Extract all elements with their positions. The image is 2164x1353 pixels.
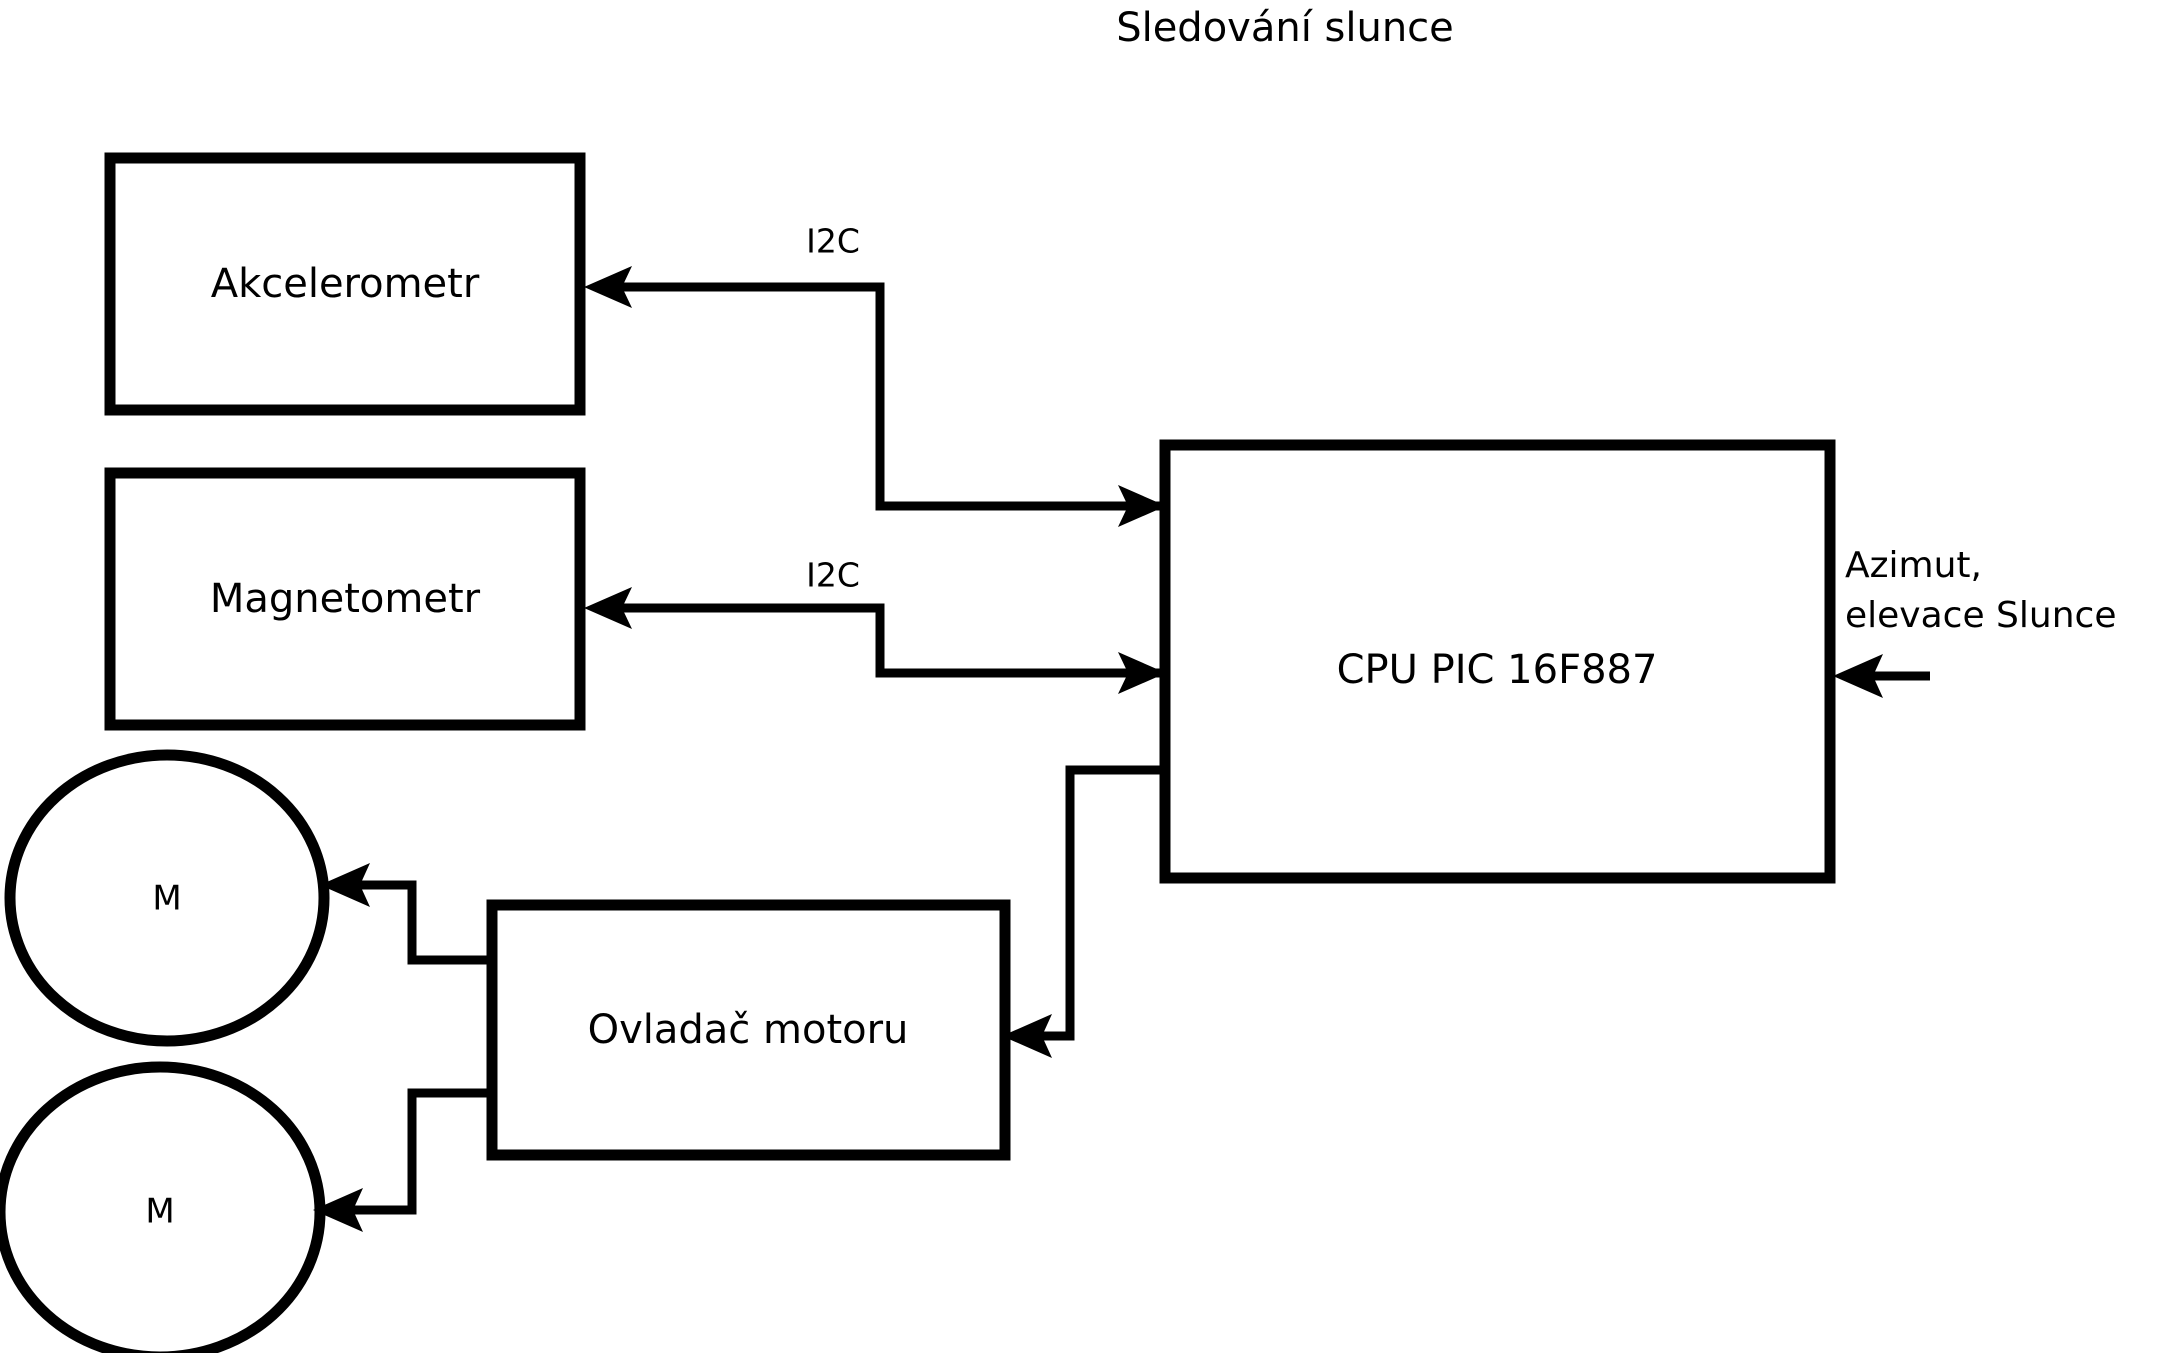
arrowhead-cpu-from-magnetometer [1118,652,1166,694]
arrowhead-magnetometer [584,587,632,629]
i2c-label-magnetometer: I2C [806,556,860,595]
magnetometer-box[interactable] [104,467,586,731]
arrowhead-motor-top [320,863,370,907]
azimuth-label-line1: Azimut, [1845,545,1982,586]
i2c-magnetometer-line [618,603,1160,678]
edge-motor-driver-to-motor-bottom [313,1088,496,1232]
node-motor-top[interactable]: M [4,749,330,1047]
arrowhead-accelerometer [584,266,632,308]
edge-motor-driver-to-motor-top [320,863,496,965]
motor-top-circle[interactable] [4,749,330,1047]
node-motor-bottom[interactable]: M [0,1061,326,1353]
motor-driver-label: Ovladač motoru [588,1007,909,1053]
arrowhead-azimuth-input [1833,654,1883,698]
cpu-box[interactable] [1159,439,1836,884]
page-title: Sledování slunce [1116,5,1454,51]
edge-cpu-to-motor-driver [1002,765,1165,1058]
arrowhead-motor-bottom [313,1188,363,1232]
accelerometer-label: Akcelerometr [211,261,480,307]
node-accelerometer[interactable]: Akcelerometr [104,152,586,416]
external-input-azimuth-elevation: Azimut, elevace Slunce [1833,545,2116,698]
i2c-label-accelerometer: I2C [806,222,860,261]
magnetometer-label: Magnetometr [210,576,481,622]
motor-bottom-label: M [145,1192,174,1232]
edge-cpu-to-magnetometer: I2C [584,556,1166,694]
accelerometer-box[interactable] [104,152,586,416]
azimuth-label-line2: elevace Slunce [1845,595,2116,636]
motor-driver-box[interactable] [486,899,1011,1161]
cpu-motor-driver-line [1040,765,1165,1041]
arrowhead-motor-driver [1002,1014,1052,1058]
node-motor-driver[interactable]: Ovladač motoru [486,899,1011,1161]
cpu-label: CPU PIC 16F887 [1337,647,1658,693]
motor-bottom-line [350,1088,496,1215]
motor-top-line [358,880,496,965]
node-magnetometer[interactable]: Magnetometr [104,467,586,731]
node-cpu[interactable]: CPU PIC 16F887 [1159,439,1836,884]
arrowhead-cpu-from-accelerometer [1118,485,1166,527]
edge-cpu-to-accelerometer: I2C [584,222,1166,527]
i2c-accelerometer-line [618,282,1160,511]
motor-top-label: M [152,879,181,919]
